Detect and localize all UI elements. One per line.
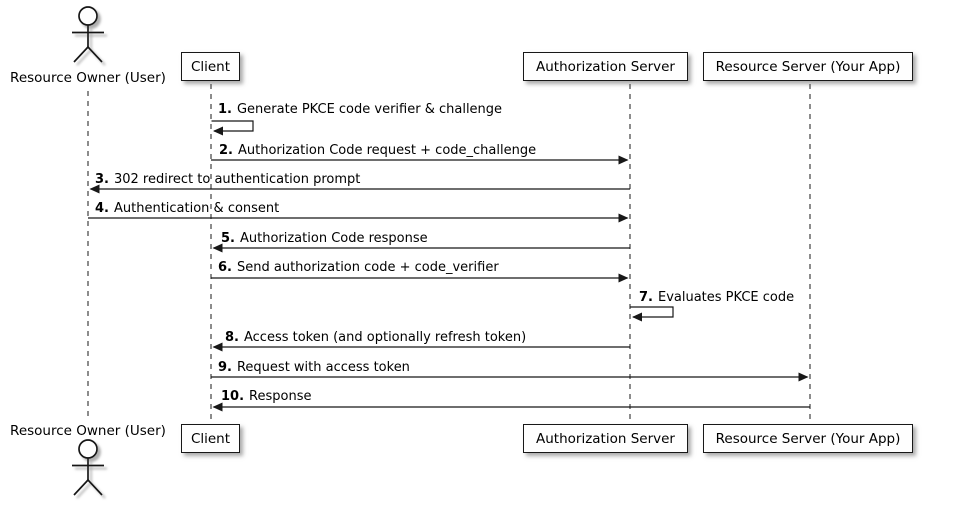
message-text: Response	[249, 389, 312, 404]
message-number: 1.	[218, 102, 232, 117]
message-arrow-7-self	[630, 306, 674, 322]
message-label-1: 1. Generate PKCE code verifier & challeng…	[218, 103, 502, 117]
message-number: 10.	[221, 389, 245, 404]
message-number: 9.	[218, 360, 232, 375]
message-label-9: 9. Request with access token	[218, 361, 410, 375]
participant-label: Client	[190, 58, 231, 75]
message-label-3: 3. 302 redirect to authentication prompt	[95, 173, 360, 187]
message-number: 8.	[225, 330, 239, 345]
message-label-2: 2. Authorization Code request + code_chal…	[219, 144, 536, 158]
message-number: 4.	[95, 201, 109, 216]
message-label-7: 7. Evaluates PKCE code	[639, 291, 794, 305]
message-label-5: 5. Authorization Code response	[221, 232, 428, 246]
actor-label-bottom: Resource Owner (User)	[10, 423, 166, 439]
message-text: Generate PKCE code verifier & challenge	[236, 102, 503, 117]
participant-client-top: Client	[181, 52, 240, 81]
participant-label: Resource Server (Your App)	[715, 430, 901, 447]
participant-authorization-server-top: Authorization Server	[523, 52, 688, 81]
message-number: 2.	[219, 143, 233, 158]
message-label-10: 10. Response	[221, 390, 311, 404]
message-text: Authentication & consent	[113, 201, 280, 216]
message-number: 7.	[639, 290, 653, 305]
actor-figure-bottom	[72, 439, 104, 496]
message-label-8: 8. Access token (and optionally refresh t…	[225, 331, 526, 345]
participant-resource-server-top: Resource Server (Your App)	[703, 52, 913, 81]
message-label-4: 4. Authentication & consent	[95, 202, 279, 216]
message-text: Request with access token	[236, 360, 410, 375]
participant-label: Resource Server (Your App)	[715, 58, 901, 75]
message-label-6: 6. Send authorization code + code_verifie…	[218, 261, 499, 275]
actor-figure-top	[72, 6, 104, 63]
message-text: Access token (and optionally refresh tok…	[243, 330, 527, 345]
participant-label: Authorization Server	[536, 58, 675, 75]
participant-label: Client	[190, 430, 231, 447]
message-number: 3.	[95, 172, 109, 187]
message-text: Evaluates PKCE code	[657, 290, 795, 305]
message-text: 302 redirect to authentication prompt	[113, 172, 361, 187]
message-text: Send authorization code + code_verifier	[236, 260, 499, 275]
message-arrow-1-self	[211, 120, 254, 136]
actor-label-top: Resource Owner (User)	[10, 70, 166, 86]
message-number: 6.	[218, 260, 232, 275]
participant-label: Authorization Server	[536, 430, 675, 447]
participant-resource-server-bottom: Resource Server (Your App)	[703, 424, 913, 453]
message-text: Authorization Code request + code_challe…	[237, 143, 537, 158]
message-text: Authorization Code response	[239, 231, 428, 246]
participant-client-bottom: Client	[181, 424, 240, 453]
participant-authorization-server-bottom: Authorization Server	[523, 424, 688, 453]
message-number: 5.	[221, 231, 235, 246]
